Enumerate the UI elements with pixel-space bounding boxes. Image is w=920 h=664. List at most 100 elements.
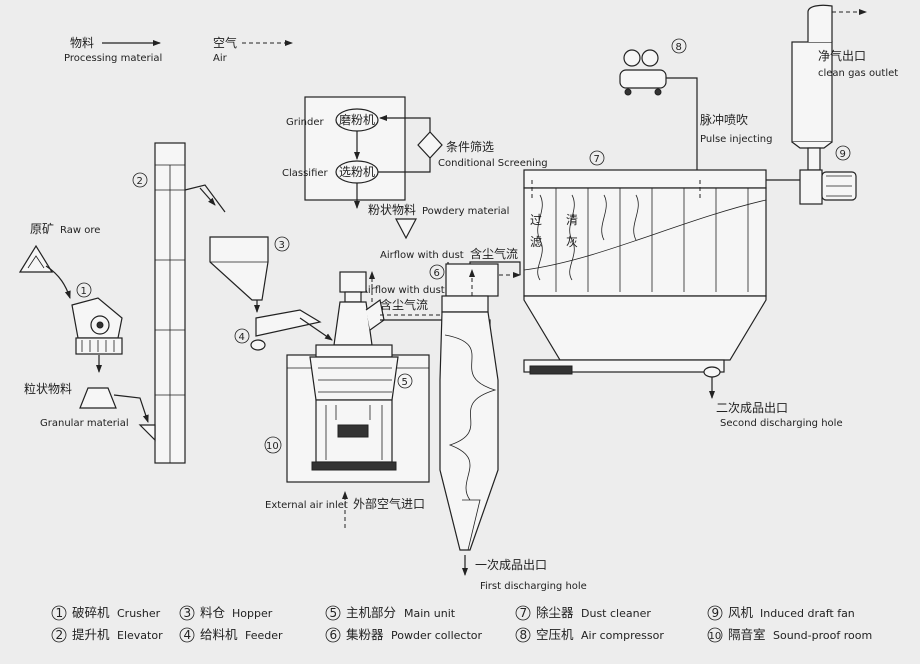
- grinder-en: Grinder: [286, 117, 324, 128]
- main-unit: 5: [309, 271, 413, 471]
- legend-number-circle: [325, 605, 341, 621]
- dust-airflow-zh-2: 含尘气流: [380, 297, 428, 312]
- pulse-zh: 脉冲喷吹: [700, 112, 748, 127]
- filter-zh-2: 滤: [530, 235, 542, 249]
- draft-fan: 净气出口 clean gas outlet 9: [766, 4, 898, 205]
- second-hole-zh: 二次成品出口: [716, 401, 788, 415]
- key-air-zh: 空气: [213, 35, 237, 50]
- legend-en: Crusher: [117, 607, 161, 620]
- legend-number-circle: [515, 627, 531, 643]
- legend-en: Feeder: [245, 629, 283, 642]
- legend-number: 8: [520, 628, 528, 642]
- second-discharge: 二次成品出口 Second discharging hole: [716, 401, 843, 429]
- legend-number: 10: [709, 631, 722, 642]
- label-circle-9: [835, 145, 851, 161]
- legend-zh: 提升机: [72, 627, 110, 642]
- legend-item: 1 破碎机 Crusher: [51, 605, 161, 621]
- legend-zh: 空压机: [536, 627, 574, 642]
- external-air-en: External air inlet: [265, 500, 348, 511]
- key-air: 空气 Air: [213, 35, 293, 64]
- legend-en: Elevator: [117, 629, 163, 642]
- key-air-en: Air: [213, 53, 228, 64]
- legend-number-circle: [707, 627, 723, 643]
- legend-number: 3: [184, 606, 192, 620]
- grinder-classifier-box: Grinder 磨粉机 Classifier 选粉机 条件筛选 Conditio…: [282, 96, 548, 217]
- legend-zh: 破碎机: [72, 605, 110, 620]
- legend-number-circle: [707, 605, 723, 621]
- legend-number: 7: [520, 606, 528, 620]
- label-circle-8: [671, 38, 687, 54]
- legend-en: Sound-proof room: [773, 629, 872, 642]
- feeder: 4: [234, 309, 333, 351]
- crusher: 1: [71, 282, 123, 355]
- label-circle-7: [589, 150, 605, 166]
- powder-collector: 6: [429, 263, 499, 576]
- filter-zh-1: 过: [530, 213, 542, 227]
- hopper: 3: [209, 236, 290, 313]
- raw-ore-pile: [18, 244, 54, 273]
- legend-en: Dust cleaner: [581, 607, 651, 620]
- legend-number: 9: [712, 606, 720, 620]
- legend-item: 8 空压机 Air compressor: [515, 627, 664, 643]
- legend-number: 4: [184, 628, 192, 642]
- granular-group: 粒状物料 Granular material: [24, 355, 149, 429]
- clean-gas-en: clean gas outlet: [818, 68, 898, 79]
- air-compressor: 脉冲喷吹 Pulse injecting 8: [619, 38, 772, 170]
- granular-pile: [79, 387, 117, 409]
- granular-zh: 粒状物料: [24, 381, 72, 396]
- label-6: 6: [434, 268, 440, 279]
- powdery-symbol: Airflow with dust 含尘气流 Airflow with dust…: [361, 218, 518, 312]
- screening-diamond: [417, 131, 443, 159]
- legend-en: Main unit: [404, 607, 456, 620]
- legend-number: 5: [330, 606, 338, 620]
- ore-to-crusher-arrow: [45, 265, 71, 299]
- legend-en: Hopper: [232, 607, 273, 620]
- elevator: 2: [132, 142, 226, 464]
- pulse-en: Pulse injecting: [700, 134, 772, 145]
- screening-en: Conditional Screening: [438, 158, 548, 169]
- legend-number-circle: [51, 605, 67, 621]
- legend-zh: 风机: [728, 605, 754, 620]
- first-hole-en: First discharging hole: [480, 581, 587, 592]
- label-4: 4: [239, 332, 245, 343]
- ash-zh-1: 清: [566, 213, 578, 227]
- label-9: 9: [840, 149, 846, 160]
- ash-zh-2: 灰: [566, 235, 578, 249]
- clean-gas-zh: 净气出口: [818, 48, 866, 63]
- label-7: 7: [594, 154, 600, 165]
- legend-en: Air compressor: [581, 629, 664, 642]
- external-air-zh: 外部空气进口: [353, 496, 425, 511]
- legend-item: 9 风机 Induced draft fan: [707, 605, 855, 621]
- legend-number-circle: [325, 627, 341, 643]
- label-circle-2: [132, 172, 148, 188]
- classifier-zh: 选粉机: [339, 165, 375, 179]
- legend-zh: 集粉器: [346, 627, 384, 642]
- second-hole-en: Second discharging hole: [720, 418, 843, 429]
- granular-en: Granular material: [40, 418, 129, 429]
- first-hole-zh: 一次成品出口: [475, 558, 547, 572]
- legend-number-circle: [179, 605, 195, 621]
- legend-en: Induced draft fan: [760, 607, 855, 620]
- airflow-dust-en-1: Airflow with dust: [380, 250, 464, 261]
- legend-number: 2: [56, 628, 64, 642]
- label-5: 5: [402, 377, 408, 388]
- label-circle-5: [397, 373, 413, 389]
- legend-zh: 除尘器: [536, 605, 574, 620]
- screening-zh: 条件筛选: [446, 139, 494, 154]
- legend-zh: 料仓: [200, 605, 226, 620]
- legend-zh: 隔音室: [728, 627, 766, 642]
- legend-number: 1: [56, 606, 64, 620]
- label-circle-6: [429, 264, 445, 280]
- external-air: External air inlet 外部空气进口: [265, 491, 425, 528]
- legend-item: 10 隔音室 Sound-proof room: [707, 627, 872, 643]
- classifier-en: Classifier: [282, 168, 329, 179]
- label-circle-4: [234, 328, 250, 344]
- legend-number: 6: [330, 628, 338, 642]
- label-circle-10: [264, 436, 282, 454]
- dust-cleaner: 过 滤 清 灰 7: [523, 150, 767, 399]
